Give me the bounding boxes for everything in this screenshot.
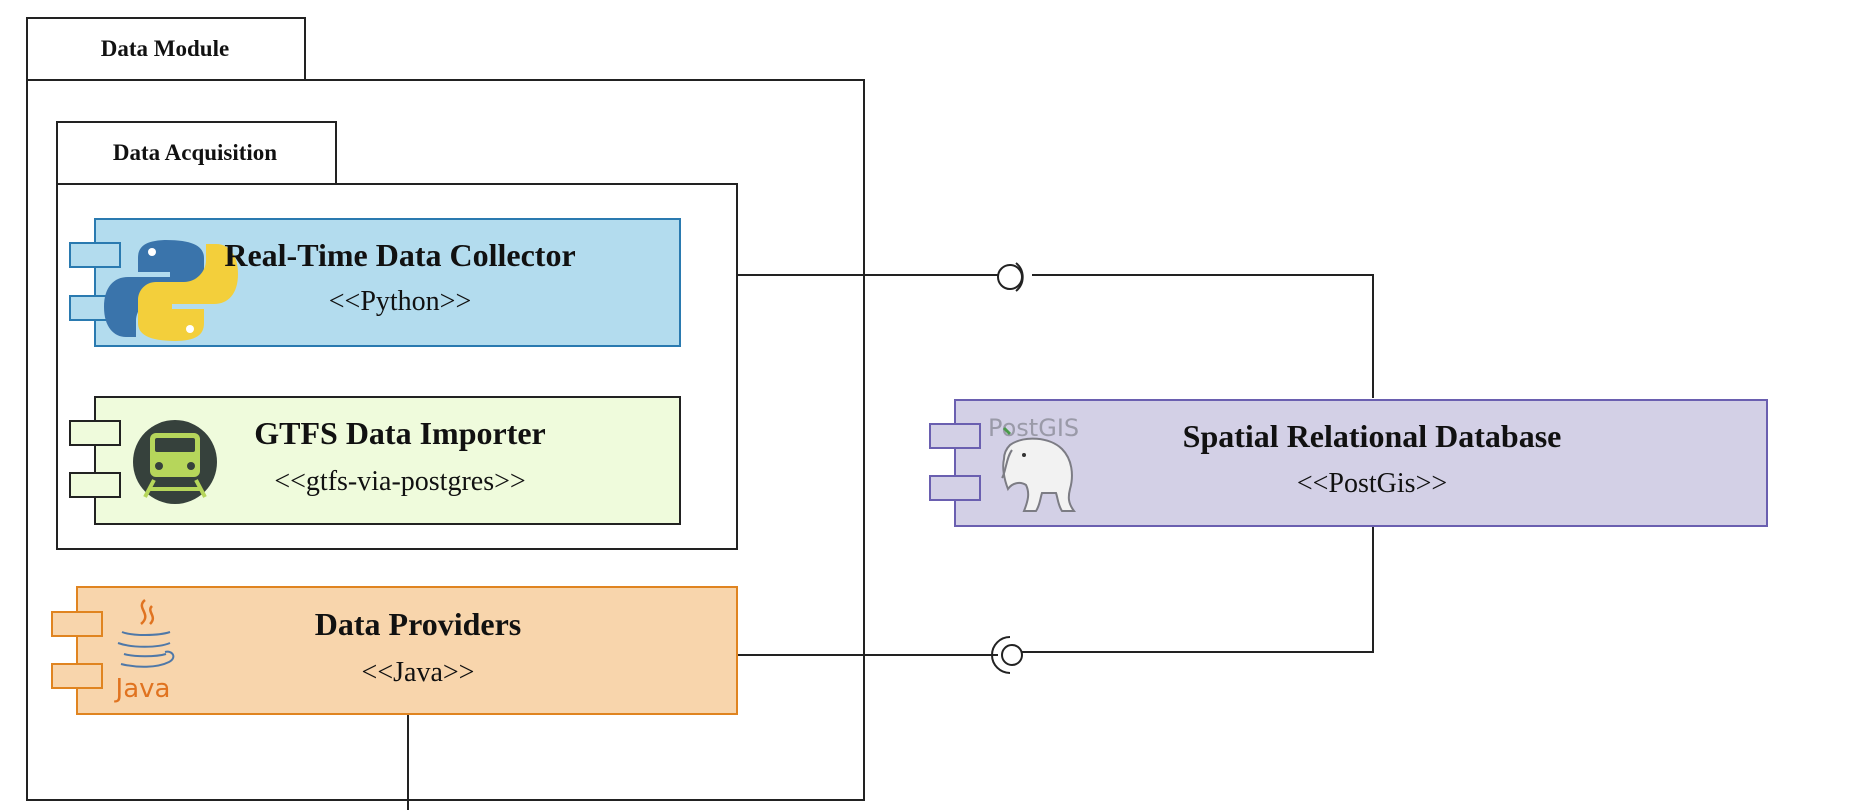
package-tab-data-module bbox=[26, 17, 306, 81]
connector-socket-to-db-top bbox=[1032, 274, 1374, 398]
component-port-bottom bbox=[51, 663, 103, 689]
component-name: GTFS Data Importer bbox=[254, 415, 546, 451]
provided-interface-ball-bottom bbox=[1001, 644, 1023, 666]
package-tab-data-acquisition bbox=[56, 121, 337, 185]
train-icon bbox=[133, 420, 217, 504]
component-port-bottom bbox=[69, 472, 121, 498]
component-name: Data Providers bbox=[315, 606, 521, 642]
component-stereotype: <<Java>> bbox=[362, 657, 475, 688]
component-stereotype: <<gtfs-via-postgres>> bbox=[274, 466, 525, 497]
package-label-data-acquisition: Data Acquisition bbox=[113, 140, 277, 165]
component-name: Real-Time Data Collector bbox=[224, 237, 575, 273]
component-port-top bbox=[69, 420, 121, 446]
java-logo-text: Java bbox=[114, 674, 171, 704]
component-spatial-db: PostGIS Spatial Relational Database <<Po… bbox=[929, 399, 1768, 527]
required-interface-socket-top bbox=[1015, 262, 1024, 292]
component-data-providers: Java Data Providers <<Java>> bbox=[51, 586, 738, 715]
package-label-data-module: Data Module bbox=[101, 36, 229, 61]
python-icon bbox=[104, 240, 238, 341]
component-port-top bbox=[69, 242, 121, 268]
component-box bbox=[954, 399, 1768, 527]
connectors bbox=[407, 262, 1374, 810]
provided-interface-ball-top bbox=[997, 264, 1023, 290]
connector-socket-to-db-bottom bbox=[1022, 526, 1374, 653]
component-box bbox=[76, 586, 738, 715]
postgis-elephant-icon: PostGIS bbox=[988, 414, 1079, 512]
java-icon: Java bbox=[114, 599, 175, 704]
component-realtime-collector: Real-Time Data Collector <<Python>> bbox=[69, 218, 681, 347]
component-name: Spatial Relational Database bbox=[1183, 418, 1562, 454]
component-port-top bbox=[929, 423, 981, 449]
postgis-logo-text: PostGIS bbox=[988, 414, 1079, 442]
component-stereotype: <<Python>> bbox=[329, 286, 472, 317]
component-port-top bbox=[51, 611, 103, 637]
required-interface-socket-bottom bbox=[991, 636, 1011, 674]
component-port-bottom bbox=[929, 475, 981, 501]
component-gtfs-importer: GTFS Data Importer <<gtfs-via-postgres>> bbox=[69, 396, 681, 525]
component-stereotype: <<PostGis>> bbox=[1297, 468, 1447, 499]
